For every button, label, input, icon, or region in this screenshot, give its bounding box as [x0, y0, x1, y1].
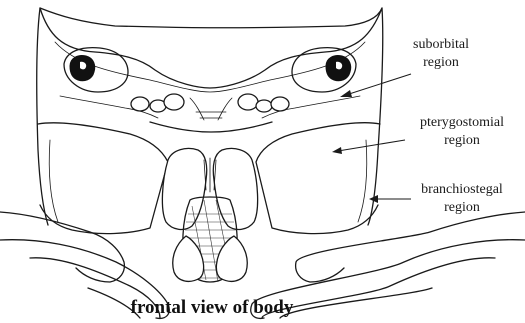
label-suborbital-line-2: region	[423, 55, 459, 70]
left-branchiostegal-line	[49, 140, 58, 222]
label-suborbital-line-1: suborbital	[413, 37, 469, 52]
epistome	[150, 122, 272, 132]
pointer-branchiostegal	[369, 195, 411, 203]
figure-caption: frontal view of body	[131, 297, 294, 318]
label-branchiostegal: branchiostegal region	[421, 182, 503, 215]
carapace-outline	[37, 8, 383, 225]
pointer-suborbital	[340, 74, 411, 97]
label-branchiostegal-line-2: region	[444, 200, 480, 215]
frontal-inner-margin	[55, 42, 365, 92]
label-branchiostegal-line-1: branchiostegal	[421, 182, 503, 197]
label-pterygostomial-line-1: pterygostomial	[420, 115, 504, 130]
label-pterygostomial: pterygostomial region	[420, 115, 504, 148]
left-pterygostomial-panel	[38, 123, 168, 234]
right-pterygostomial-panel	[256, 123, 380, 234]
label-pterygostomial-line-2: region	[444, 133, 480, 148]
right-cheliped	[216, 236, 247, 281]
pointer-pterygostomial	[332, 140, 405, 154]
right-branchiostegal-line	[358, 140, 367, 222]
label-suborbital: suborbital region	[413, 37, 469, 70]
